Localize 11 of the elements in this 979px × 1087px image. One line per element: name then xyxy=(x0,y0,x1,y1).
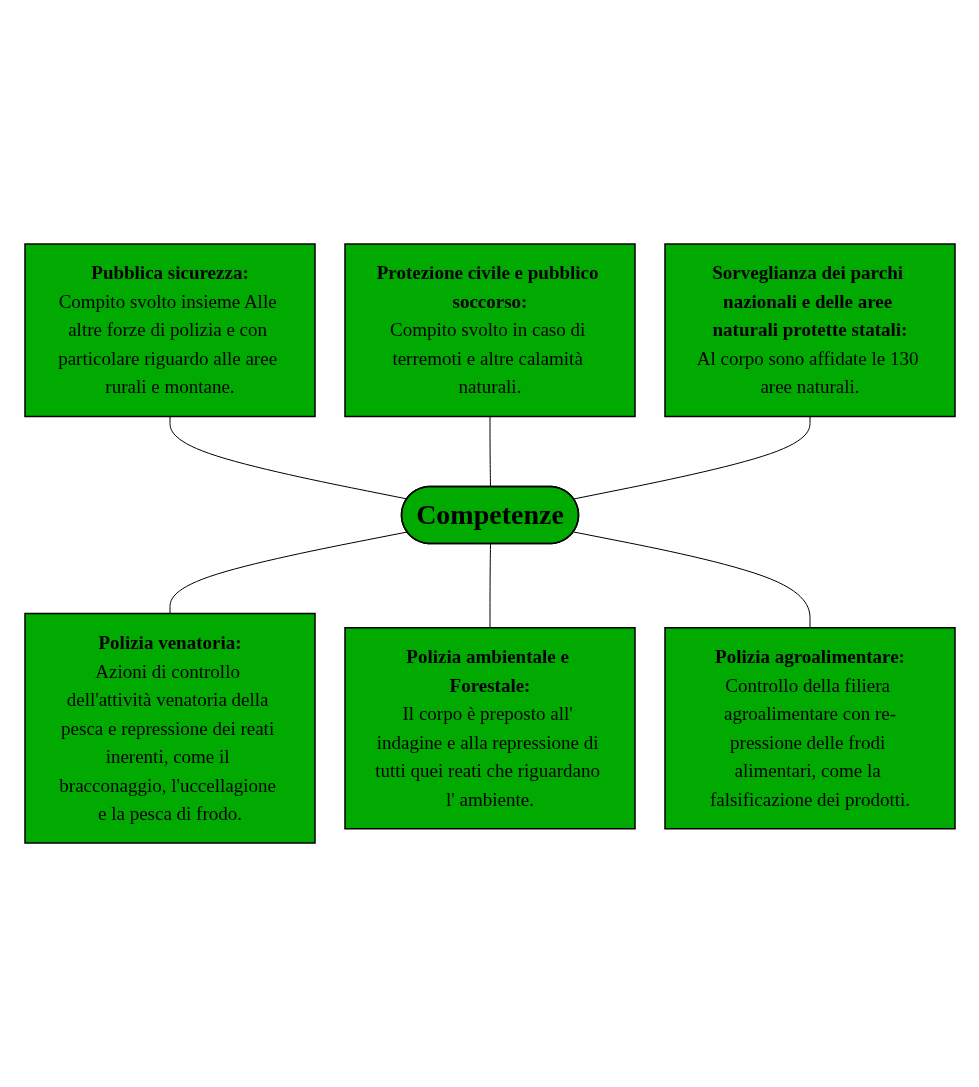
connector xyxy=(572,416,810,500)
connector xyxy=(489,543,491,629)
node-box: Polizia ambientale e Forestale: Il corpo è preposto all' indagine e alla repressione di tutti quei reati che riguardano l' ambiente. xyxy=(343,627,636,830)
node-box: Protezione civile e pubblico soccorso: Compito svolto in caso di terremoti e altre calamità naturali. xyxy=(343,243,636,418)
node-box: Polizia agroalimentare: Controllo della filiera agroalimentare con re-pressione delle frodi alimentari, come la falsificazione dei prodotti. xyxy=(663,627,956,830)
node-box: Pubblica sicurezza: Compito svolto insieme Alle altre forze di polizia e con particolare riguardo alle aree rurali e montane. xyxy=(23,243,316,418)
node-box: Polizia venatoria: Azioni di controllo dell'attività venatoria della pesca e repressione dei reati inerenti, come il bracconaggio, l'uccellagione e la pesca di frodo. xyxy=(23,612,316,844)
connector xyxy=(169,531,408,614)
node-box: Sorveglianza dei parchi nazionali e delle aree naturali protette statali: Al corpo sono affidate le 130 aree naturali. xyxy=(663,243,956,418)
connector xyxy=(572,531,810,629)
connector xyxy=(489,416,491,488)
